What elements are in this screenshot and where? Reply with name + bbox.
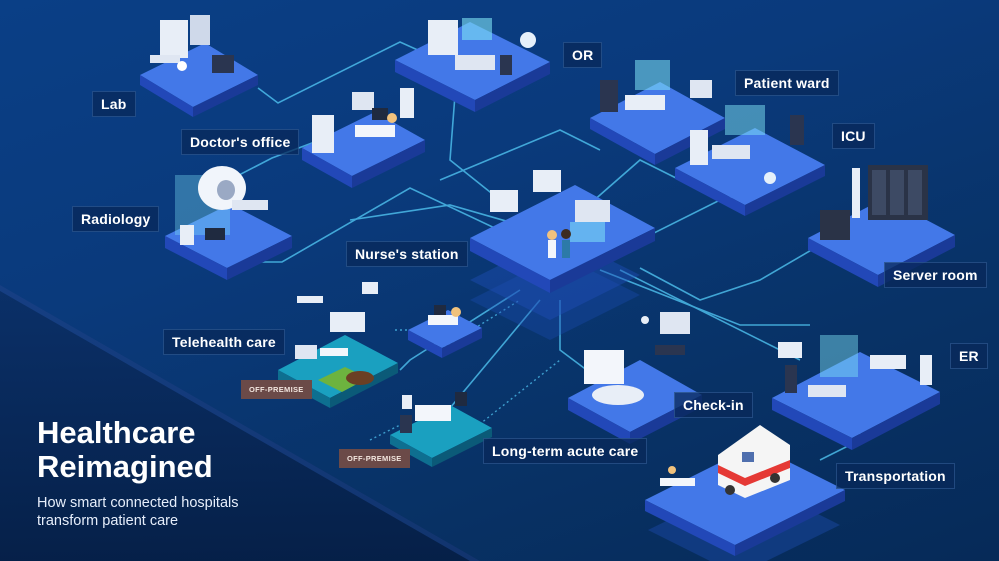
corner-band bbox=[0, 285, 480, 561]
off-premise-tag-long-term: OFF-PREMISE bbox=[339, 449, 410, 468]
network-connectors bbox=[209, 41, 861, 461]
transportation-platform bbox=[645, 425, 845, 561]
long-term-care-platform bbox=[390, 392, 492, 467]
label-transportation: Transportation bbox=[836, 463, 955, 489]
patient-ward-platform bbox=[590, 60, 725, 165]
radiology-platform bbox=[165, 166, 292, 280]
page-title: Healthcare Reimagined bbox=[37, 415, 213, 484]
label-icu: ICU bbox=[832, 123, 875, 149]
label-nurses-station: Nurse's station bbox=[346, 241, 468, 267]
doctors-office-platform bbox=[302, 88, 425, 188]
label-check-in: Check-in bbox=[674, 392, 753, 418]
label-server-room: Server room bbox=[884, 262, 987, 288]
label-telehealth-care: Telehealth care bbox=[163, 329, 285, 355]
off-premise-tag-telehealth: OFF-PREMISE bbox=[241, 380, 312, 399]
page-subtitle: How smart connected hospitals transform … bbox=[37, 495, 239, 529]
label-er: ER bbox=[950, 343, 988, 369]
label-lab: Lab bbox=[92, 91, 136, 117]
label-long-term-acute-care: Long-term acute care bbox=[483, 438, 648, 464]
label-or: OR bbox=[563, 42, 603, 68]
label-patient-ward: Patient ward bbox=[735, 70, 839, 96]
nurses-station-platform bbox=[470, 170, 655, 340]
check-in-platform bbox=[568, 312, 702, 444]
label-radiology: Radiology bbox=[72, 206, 160, 232]
telehealth-provider-platform bbox=[408, 305, 482, 358]
or-platform bbox=[395, 18, 550, 112]
label-doctors-office: Doctor's office bbox=[181, 129, 300, 155]
icu-platform bbox=[675, 105, 825, 216]
er-platform bbox=[772, 335, 940, 450]
lab-platform bbox=[140, 15, 258, 117]
